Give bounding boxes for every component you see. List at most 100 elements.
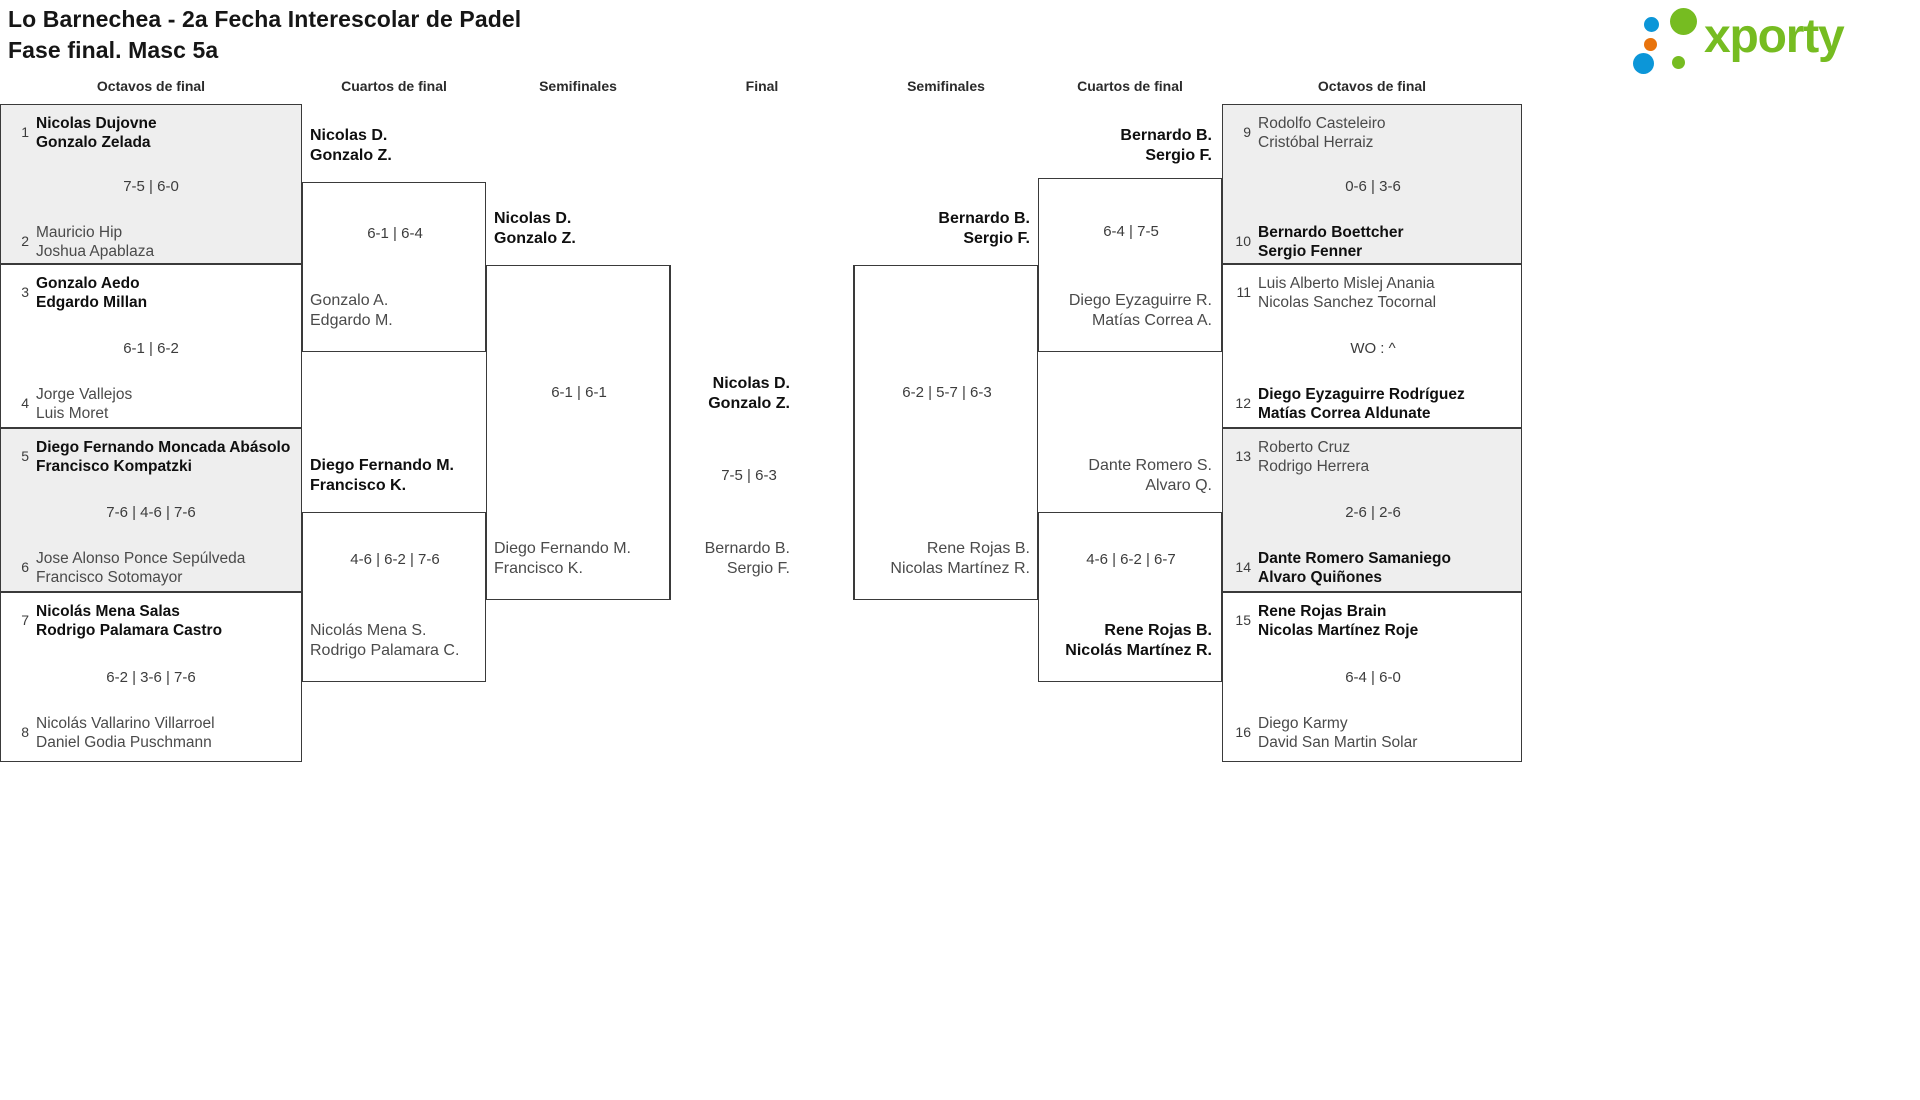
team-names: Nicolás Vallarino Villarroel Daniel Godi… — [36, 715, 215, 751]
seed-number: 6 — [21, 559, 29, 575]
match-score: 6-2 | 5-7 | 6-3 — [902, 384, 992, 401]
team-names: Bernardo Boettcher Sergio Fenner — [1258, 224, 1404, 260]
advancing-team-right-sf-1-bottom: Rene Rojas B. Nicolas Martínez R. — [890, 540, 1030, 577]
team-names: Luis Alberto Mislej Anania Nicolas Sanch… — [1258, 275, 1437, 311]
team-row[interactable]: 1 Nicolas Dujovne Gonzalo Zelada — [7, 114, 156, 152]
match-card-left-r16-2[interactable]: 3 Gonzalo Aedo Edgardo Millan 6-1 | 6-2 … — [0, 264, 302, 428]
seed-number: 5 — [21, 448, 29, 464]
advancing-team-final-bottom: Bernardo B. Sergio F. — [704, 540, 790, 577]
match-score: WO : ^ — [1350, 340, 1396, 357]
match-card-right-r16-2[interactable]: 11 Luis Alberto Mislej Anania Nicolas Sa… — [1222, 264, 1522, 428]
advancing-team-left-qf-2-bottom: Nicolás Mena S. Rodrigo Palamara C. — [310, 622, 460, 659]
seed-number: 11 — [1236, 284, 1251, 300]
advancing-team-left-qf-2-top: Diego Fernando M. Francisco K. — [310, 457, 454, 494]
logo-dot-green-small-icon — [1672, 56, 1685, 69]
match-score: 7-5 | 6-3 — [721, 467, 777, 484]
match-card-right-r16-1[interactable]: 9 Rodolfo Casteleiro Cristóbal Herraiz 0… — [1222, 104, 1522, 264]
advancing-team-right-qf-2-bottom: Rene Rojas B. Nicolás Martínez R. — [1065, 622, 1212, 659]
team-row[interactable]: 12 Diego Eyzaguirre Rodríguez Matías Cor… — [1229, 385, 1465, 423]
seed-number: 7 — [21, 612, 29, 628]
title-line-2: Fase final. Masc 5a — [8, 37, 219, 63]
team-row[interactable]: 9 Rodolfo Casteleiro Cristóbal Herraiz — [1229, 114, 1386, 152]
match-score: 0-6 | 3-6 — [1345, 178, 1401, 195]
team-row[interactable]: 11 Luis Alberto Mislej Anania Nicolas Sa… — [1229, 274, 1436, 312]
seed-number: 4 — [21, 395, 29, 411]
team-row[interactable]: 6 Jose Alonso Ponce Sepúlveda Francisco … — [7, 549, 245, 587]
match-connector-left-qf-2[interactable]: 4-6 | 6-2 | 7-6 — [302, 512, 486, 682]
team-row[interactable]: 4 Jorge Vallejos Luis Moret — [7, 385, 132, 423]
match-score: 6-1 | 6-2 — [123, 340, 179, 357]
team-names: Roberto Cruz Rodrigo Herrera — [1258, 439, 1370, 475]
team-names: Diego Fernando Moncada Abásolo Francisco… — [36, 439, 291, 475]
seed-number: 13 — [1235, 448, 1251, 464]
match-card-left-r16-4[interactable]: 7 Nicolás Mena Salas Rodrigo Palamara Ca… — [0, 592, 302, 762]
advancing-team-right-qf-2-top: Dante Romero S. Alvaro Q. — [1088, 457, 1212, 494]
page-title: Lo Barnechea - 2a Fecha Interescolar de … — [8, 4, 521, 66]
team-names: Gonzalo Aedo Edgardo Millan — [36, 275, 148, 311]
team-names: Nicolás Mena Salas Rodrigo Palamara Cast… — [36, 603, 223, 639]
logo-dot-blue-large-icon — [1633, 53, 1654, 74]
seed-number: 3 — [21, 284, 29, 300]
match-score: 7-6 | 4-6 | 7-6 — [106, 504, 196, 521]
match-score: 6-1 | 6-1 — [551, 384, 607, 401]
match-card-right-r16-3[interactable]: 13 Roberto Cruz Rodrigo Herrera 2-6 | 2-… — [1222, 428, 1522, 592]
seed-number: 15 — [1235, 612, 1251, 628]
match-score: 6-4 | 7-5 — [1103, 223, 1159, 240]
match-connector-right-qf-2[interactable]: 4-6 | 6-2 | 6-7 — [1038, 512, 1222, 682]
round-header-left-qf: Cuartos de final — [341, 78, 447, 94]
round-header-final: Final — [745, 78, 779, 94]
round-header-right-qf: Cuartos de final — [1077, 78, 1183, 94]
team-row[interactable]: 15 Rene Rojas Brain Nicolas Martínez Roj… — [1229, 602, 1418, 640]
round-header-left-r16: Octavos de final — [96, 78, 206, 94]
xporty-logo[interactable]: xporty — [1608, 6, 1908, 74]
round-header-right-r16: Octavos de final — [1317, 78, 1427, 94]
seed-number: 14 — [1235, 559, 1251, 575]
team-row[interactable]: 14 Dante Romero Samaniego Alvaro Quiñone… — [1229, 549, 1451, 587]
match-connector-left-sf-1[interactable]: 6-1 | 6-1 — [486, 265, 670, 600]
seed-number: 10 — [1235, 233, 1251, 249]
title-line-1: Lo Barnechea - 2a Fecha Interescolar de … — [8, 6, 522, 32]
advancing-team-right-qf-1-top: Bernardo B. Sergio F. — [1120, 127, 1212, 164]
team-row[interactable]: 13 Roberto Cruz Rodrigo Herrera — [1229, 438, 1369, 476]
match-score: 6-1 | 6-4 — [367, 225, 423, 242]
team-row[interactable]: 3 Gonzalo Aedo Edgardo Millan — [7, 274, 147, 312]
team-row[interactable]: 8 Nicolás Vallarino Villarroel Daniel Go… — [7, 714, 215, 752]
team-names: Rene Rojas Brain Nicolas Martínez Roje — [1258, 603, 1419, 639]
seed-number: 9 — [1243, 124, 1251, 140]
advancing-team-right-sf-1-top: Bernardo B. Sergio F. — [938, 210, 1030, 247]
team-names: Jorge Vallejos Luis Moret — [36, 386, 133, 422]
match-connector-right-qf-1[interactable]: 6-4 | 7-5 — [1038, 178, 1222, 352]
team-row[interactable]: 7 Nicolás Mena Salas Rodrigo Palamara Ca… — [7, 602, 222, 640]
match-card-right-r16-4[interactable]: 15 Rene Rojas Brain Nicolas Martínez Roj… — [1222, 592, 1522, 762]
seed-number: 16 — [1235, 724, 1251, 740]
team-names: Diego Eyzaguirre Rodríguez Matías Correa… — [1258, 386, 1465, 422]
team-names: Dante Romero Samaniego Alvaro Quiñones — [1258, 550, 1451, 586]
seed-number: 8 — [21, 724, 29, 740]
match-card-left-r16-1[interactable]: 1 Nicolas Dujovne Gonzalo Zelada 7-5 | 6… — [0, 104, 302, 264]
match-connector-final[interactable]: 7-5 | 6-3 — [670, 265, 854, 600]
team-row[interactable]: 2 Mauricio Hip Joshua Apablaza — [7, 223, 154, 261]
match-score: 6-4 | 6-0 — [1345, 669, 1401, 686]
match-score: 4-6 | 6-2 | 6-7 — [1086, 551, 1176, 568]
match-card-left-r16-3[interactable]: 5 Diego Fernando Moncada Abásolo Francis… — [0, 428, 302, 592]
advancing-team-left-qf-1-bottom: Gonzalo A. Edgardo M. — [310, 292, 393, 329]
match-score: 7-5 | 6-0 — [123, 178, 179, 195]
logo-dot-orange-icon — [1644, 38, 1657, 51]
team-names: Jose Alonso Ponce Sepúlveda Francisco So… — [36, 550, 246, 586]
seed-number: 2 — [21, 233, 29, 249]
team-names: Mauricio Hip Joshua Apablaza — [36, 224, 155, 260]
team-row[interactable]: 16 Diego Karmy David San Martin Solar — [1229, 714, 1417, 752]
match-connector-right-sf-1[interactable]: 6-2 | 5-7 | 6-3 — [854, 265, 1038, 600]
team-names: Rodolfo Casteleiro Cristóbal Herraiz — [1258, 115, 1386, 151]
match-score: 6-2 | 3-6 | 7-6 — [106, 669, 196, 686]
match-score: 4-6 | 6-2 | 7-6 — [350, 551, 440, 568]
match-connector-left-qf-1[interactable]: 6-1 | 6-4 — [302, 182, 486, 352]
logo-dot-green-large-icon — [1670, 8, 1697, 35]
advancing-team-left-sf-1-bottom: Diego Fernando M. Francisco K. — [494, 540, 631, 577]
seed-number: 12 — [1235, 395, 1251, 411]
team-row[interactable]: 10 Bernardo Boettcher Sergio Fenner — [1229, 223, 1404, 261]
team-row[interactable]: 5 Diego Fernando Moncada Abásolo Francis… — [7, 438, 290, 476]
round-header-right-sf: Semifinales — [907, 78, 985, 94]
advancing-team-right-qf-1-bottom: Diego Eyzaguirre R. Matías Correa A. — [1068, 292, 1212, 329]
